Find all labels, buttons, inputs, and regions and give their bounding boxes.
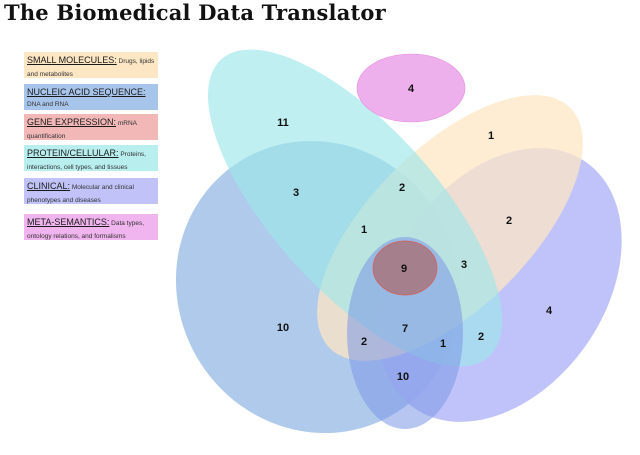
region-label: 4: [546, 305, 553, 317]
region-label: 1: [440, 338, 446, 350]
legend-heading: CLINICAL:: [27, 181, 71, 191]
region-label: 2: [361, 336, 367, 348]
set-meta-semantics: [356, 53, 466, 123]
legend-item-meta-semantics: META-SEMANTICS: Data types, ontology rel…: [24, 214, 158, 240]
legend-item-clinical: CLINICAL: Molecular and clinical phenoty…: [24, 178, 158, 204]
region-label: 7: [402, 323, 408, 335]
legend-description: mRNA quantification: [27, 120, 137, 140]
legend-heading: PROTEIN/CELLULAR:: [27, 148, 119, 158]
legend-item-nucleic-acid: NUCLEIC ACID SEQUENCE: DNA and RNA: [24, 84, 158, 110]
region-label: 1: [488, 130, 494, 142]
legend-description: Data types, ontology relations, and form…: [27, 220, 145, 240]
region-label: 2: [506, 215, 512, 227]
region-label: 11: [277, 117, 289, 129]
legend-description: Molecular and clinical phenotypes and di…: [27, 184, 134, 204]
legend-heading: META-SEMANTICS:: [27, 217, 110, 227]
region-label: 3: [293, 187, 299, 199]
legend-item-small-molecules: SMALL MOLECULES: Drugs, lipids and metab…: [24, 52, 158, 78]
set-gene-expression: [372, 240, 438, 296]
legend-heading: SMALL MOLECULES:: [27, 55, 117, 65]
region-label: 2: [478, 331, 484, 343]
region-label: 3: [461, 259, 467, 271]
set-nucleic-acid-inner: [347, 237, 463, 429]
region-label: 1: [361, 224, 367, 236]
page-title: The Biomedical Data Translator: [4, 0, 386, 25]
region-label: 10: [277, 322, 289, 334]
region-label: 9: [401, 263, 407, 275]
region-label: 2: [399, 182, 405, 194]
legend-description: DNA and RNA: [27, 101, 69, 108]
legend-item-protein-cellular: PROTEIN/CELLULAR: Proteins, interactions…: [24, 145, 158, 171]
legend-description: Drugs, lipids and metabolites: [27, 58, 155, 78]
legend-item-gene-expression: GENE EXPRESSION: mRNA quantification: [24, 114, 158, 140]
region-label: 10: [397, 371, 409, 383]
legend-heading: GENE EXPRESSION:: [27, 117, 117, 127]
legend-description: Proteins, interactions, cell types, and …: [27, 151, 146, 171]
legend-heading: NUCLEIC ACID SEQUENCE:: [27, 87, 146, 97]
region-label: 4: [408, 83, 415, 95]
